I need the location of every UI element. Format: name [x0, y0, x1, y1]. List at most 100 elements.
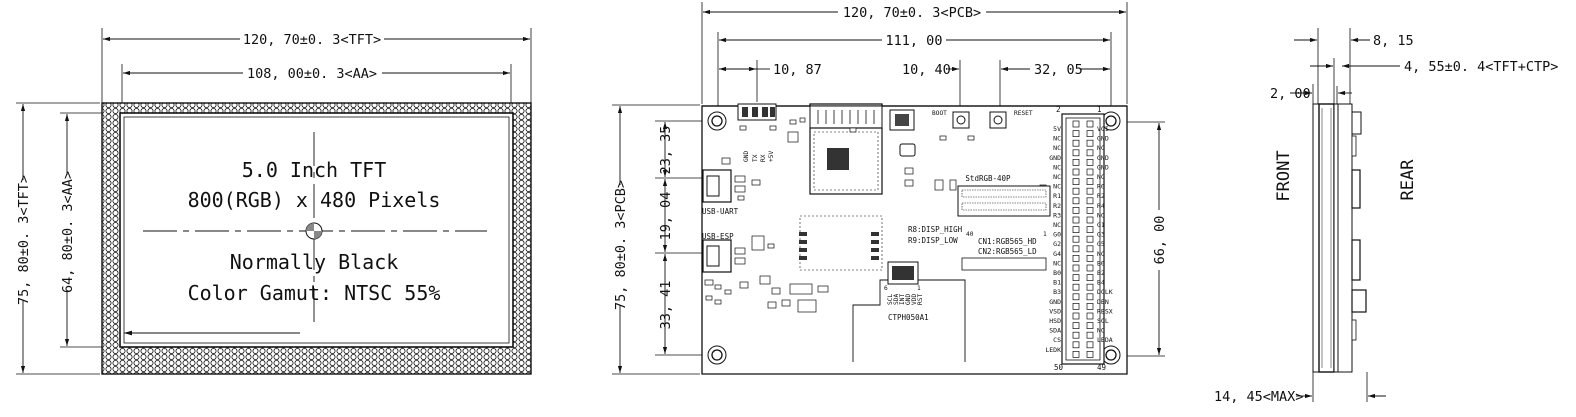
header-left-pin-label: NC: [1053, 173, 1061, 181]
header-pin-49: 49: [1097, 363, 1106, 372]
header-pin: [1086, 351, 1094, 358]
header-pin: [1086, 283, 1094, 291]
header-pin: [1086, 312, 1094, 320]
header-left-pin-label: G0: [1053, 231, 1061, 239]
header-pin: [1086, 216, 1094, 224]
header-right-pin-label: B4: [1097, 279, 1105, 287]
usb-esp-label: USB-ESP: [702, 232, 734, 241]
header-pin: [1072, 322, 1080, 329]
ctp-pin-1: 1: [917, 285, 921, 292]
ctp-pin-vdd: VDD: [911, 294, 918, 305]
header-pin: [1086, 274, 1094, 281]
header-right-pin-label: G5: [1097, 240, 1105, 248]
side-tft-ctp-dim: 4, 55±0. 4<TFT+CTP>: [1404, 59, 1558, 75]
boot-label: BOOT: [932, 110, 947, 117]
stdrgb-connector: [957, 185, 1051, 217]
header-left-pin-label: GND: [1049, 154, 1061, 162]
header-left-pin-label: NC: [1053, 163, 1061, 171]
header-left-pin-label: CS: [1053, 336, 1061, 344]
header-left-pin-label: R2: [1053, 202, 1061, 210]
header-pin: [1072, 341, 1080, 349]
header-left-pin-label: R1: [1053, 192, 1061, 200]
header-right-pin-label: NC: [1097, 327, 1105, 335]
header-right-pin-label: SCL: [1097, 317, 1109, 325]
r9-label: R9:DISP_LOW: [908, 236, 958, 245]
header-left-pin-label: VSD: [1049, 307, 1061, 315]
middle-chips: [799, 232, 879, 260]
header-left-pin-label: R3: [1053, 211, 1061, 219]
header-left-pin-label: SDA: [1049, 327, 1061, 335]
side-view: 8, 15 4, 55±0. 4<TFT+CTP> 2, 00 14, 45<M…: [1214, 28, 1558, 405]
header-pin-50: 50: [1054, 363, 1064, 372]
header-pin: [1072, 197, 1080, 205]
header-left-pin-label: NC: [1053, 259, 1061, 267]
rear-label: REAR: [1398, 159, 1418, 201]
hole-span-dim: 111, 00: [886, 33, 943, 49]
header-pin: [1072, 226, 1080, 233]
header-pin: [1086, 226, 1094, 233]
header-left-labels: 5VNCNCGNDNCNCNCR1R2R3NCG0G2G4NCB0B1B3GND…: [1045, 125, 1061, 354]
header-pin: [1072, 245, 1080, 253]
header-pin: [1086, 149, 1094, 157]
header-right-pin-label: B2: [1097, 269, 1105, 277]
front-label: FRONT: [1274, 150, 1294, 201]
header-pin: [1086, 168, 1094, 176]
header-right-pin-label: NC: [1097, 173, 1105, 181]
uart-pin-tx: TX: [752, 154, 759, 162]
reset-button: [989, 111, 1007, 129]
header-left-pin-label: NC: [1053, 183, 1061, 191]
v-bottom-dim: 33, 41: [658, 281, 674, 330]
boot-button: [952, 111, 970, 129]
reset-label: RESET: [1014, 110, 1033, 117]
center-mark: [305, 222, 323, 240]
header-left-pin-label: B3: [1053, 288, 1061, 296]
header-pin: [1072, 120, 1080, 128]
header-pin: [1072, 235, 1080, 243]
ctp-connector: [887, 261, 919, 285]
header-pin: [1072, 216, 1080, 224]
header-pin: [1072, 130, 1080, 137]
header-pin: [1072, 331, 1080, 339]
ctp-label: CTPH050A1: [888, 313, 929, 322]
header-right-pin-label: GND: [1097, 163, 1109, 171]
header-right-pin-label: LEDA: [1097, 336, 1113, 344]
header-pin: [1086, 187, 1094, 195]
side-max-dim: 14, 45<MAX>: [1214, 389, 1303, 405]
tft-text-mode: Normally Black: [230, 250, 399, 274]
header-left-pin-label: NC: [1053, 135, 1061, 143]
header-pin: [1072, 187, 1080, 195]
header-pin: [1072, 255, 1080, 262]
cn1-label: CN1:RGB565_HD: [978, 237, 1037, 246]
header-pin-1: 1: [1097, 105, 1102, 114]
header-right-pin-label: GND: [1097, 154, 1109, 162]
header-right-pin-label: VCI: [1097, 125, 1109, 133]
header-pin: [1086, 139, 1094, 147]
right-offset-dim: 32, 05: [1034, 62, 1083, 78]
header-right-pin-label: R0: [1097, 183, 1105, 191]
header-right-pin-label: GND: [1097, 135, 1109, 143]
ctp-pin-rst: RST: [917, 294, 924, 305]
usb-uart-connector: [702, 169, 732, 203]
header-pin: [1086, 159, 1094, 166]
tft-text-size: 5.0 Inch TFT: [242, 158, 387, 182]
header-pin: [1072, 159, 1080, 166]
pcb-width-dim: 120, 70±0. 3<PCB>: [843, 5, 981, 21]
smd-components: [704, 117, 1047, 313]
header-pin: [1086, 120, 1094, 128]
header-right-pin-label: NC: [1097, 144, 1105, 152]
header-pin: [1086, 322, 1094, 329]
header-left-pin-label: GND: [1049, 298, 1061, 306]
uart-pin-rx: RX: [760, 154, 767, 162]
header-left-pin-label: HSD: [1049, 317, 1061, 325]
ctp-pin-int: INT: [899, 294, 906, 305]
header-pin: [1086, 293, 1094, 301]
header-pin: [1086, 255, 1094, 262]
header-pin: [1086, 130, 1094, 137]
tft-front-view: 120, 70±0. 3<TFT> 108, 00±0. 3<AA> 75, 8…: [16, 28, 532, 375]
pcb-rear-view: 120, 70±0. 3<PCB> 111, 00 10, 87 10, 40 …: [612, 2, 1168, 375]
conn-pin-40: 40: [966, 231, 974, 238]
mounting-holes: [707, 111, 1121, 365]
header-left-pin-label: B0: [1053, 269, 1061, 277]
header-right-pin-label: G1: [1097, 221, 1105, 229]
